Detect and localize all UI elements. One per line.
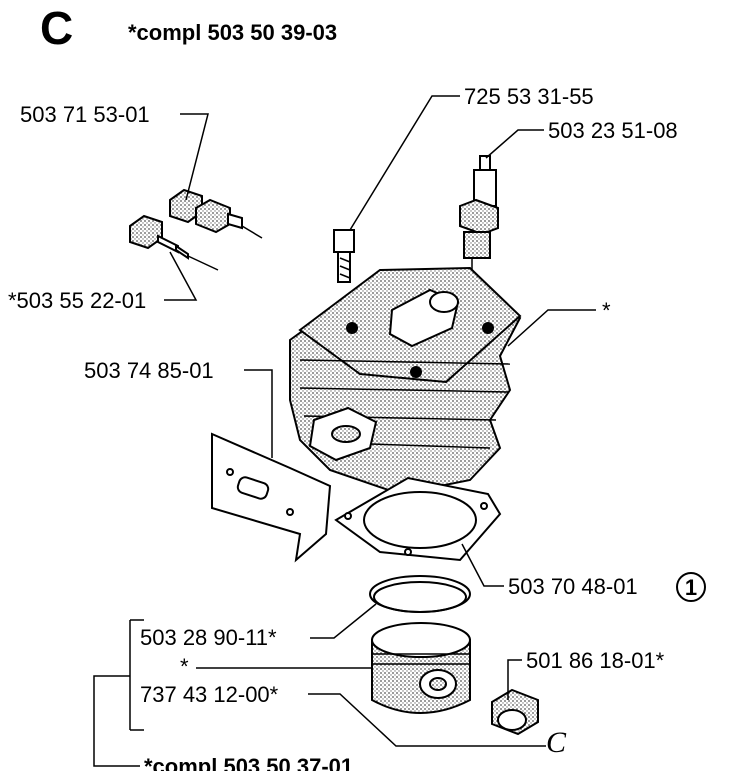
kit-title: *compl 503 50 39-03 bbox=[128, 20, 337, 45]
circled-1-icon bbox=[676, 572, 706, 602]
label-cylinder: * bbox=[602, 298, 611, 323]
label-needle-bearing: 501 86 18-01* bbox=[526, 648, 665, 673]
piston-ring bbox=[369, 575, 471, 613]
cylinder-screw bbox=[333, 229, 355, 283]
section-letter: C bbox=[40, 2, 73, 54]
label-piston: * bbox=[180, 654, 189, 679]
label-screw: 725 53 31-55 bbox=[464, 84, 594, 109]
bottom-kit-title: *compl 503 50 37-01 bbox=[144, 754, 353, 771]
label-valve-bottom: *503 55 22-01 bbox=[8, 288, 146, 313]
label-base-gasket: 503 70 48-01 bbox=[508, 574, 638, 599]
piston bbox=[371, 622, 471, 714]
spark-plug bbox=[459, 155, 499, 280]
label-piston-ring: 503 28 90-11* bbox=[140, 625, 277, 650]
needle-bearing bbox=[491, 688, 539, 736]
label-spark-plug: 503 23 51-08 bbox=[548, 118, 678, 143]
label-piston-pin: 737 43 12-00* bbox=[140, 682, 279, 707]
decompression-valve-top bbox=[169, 188, 263, 239]
cylinder-base-gasket bbox=[334, 476, 502, 562]
cylinder bbox=[289, 266, 522, 496]
intake-gasket-plate bbox=[211, 432, 332, 563]
label-valve-top: 503 71 53-01 bbox=[20, 102, 150, 127]
label-intake-gasket: 503 74 85-01 bbox=[84, 358, 214, 383]
decompression-valve-bottom bbox=[129, 214, 219, 271]
label-circlip: C bbox=[546, 726, 567, 759]
base-gasket-ref-number: 1 bbox=[685, 575, 697, 600]
